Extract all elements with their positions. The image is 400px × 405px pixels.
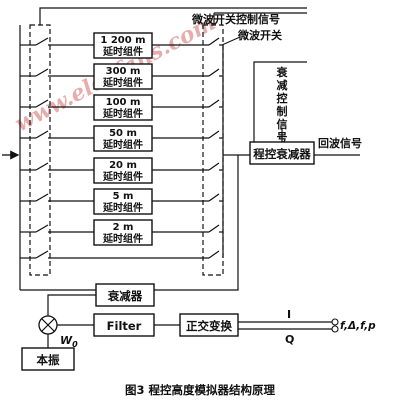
filter-box <box>93 313 155 337</box>
right-switch-box <box>202 24 224 276</box>
left-switch-blade <box>35 224 49 233</box>
switch-control-wiring <box>39 7 307 25</box>
outputs-label: f,Δ,f,p <box>340 320 376 332</box>
attenuator-label: 衰减器 <box>107 289 143 303</box>
delay-distance: 300 m <box>106 66 141 77</box>
delay-unit-name: 延时组件 <box>102 107 143 120</box>
local-oscillator-label: 本振 <box>37 353 60 367</box>
iq-wiring <box>238 321 332 330</box>
left-switch-blade <box>35 130 49 139</box>
i-terminal <box>331 318 339 326</box>
switch-leader-line <box>221 36 241 46</box>
delay-unit-name: 延时组件 <box>102 138 143 151</box>
delay-distance: 100 m <box>106 97 141 108</box>
microwave-switch-label: 微波开关 <box>237 28 282 42</box>
left-switch-blade <box>35 193 49 202</box>
delay-unit-name: 延时组件 <box>102 170 143 183</box>
delay-unit-box <box>93 188 153 215</box>
prog-atten-box <box>249 141 315 165</box>
delay-unit-name: 延时组件 <box>102 76 143 89</box>
left-switch-blade <box>35 99 49 108</box>
right-switch-blade <box>208 37 220 46</box>
delay-unit-box <box>93 32 153 59</box>
delay-unit-name: 延时组件 <box>102 45 143 58</box>
right-switch-blade <box>208 68 220 77</box>
delay-unit-box <box>93 125 153 152</box>
figure-caption: 图3 程控高度模拟器结构原理 <box>125 383 276 397</box>
delay-distance: 50 m <box>109 128 137 139</box>
delay-unit-name: 延时组件 <box>102 201 143 214</box>
delay-distance: 2 m <box>113 222 134 233</box>
delay-unit-box <box>93 157 153 184</box>
i-label: I <box>287 308 291 321</box>
quadrature-label: 正交变换 <box>186 319 232 333</box>
local-oscillator-box <box>21 347 75 371</box>
delay-distance: 20 m <box>109 160 137 171</box>
top-signal-label: 微波开关控制信号 <box>191 12 280 26</box>
echo-label: 回波信号 <box>318 136 362 150</box>
q-terminal <box>331 325 339 333</box>
w0-label: W0 <box>60 334 78 349</box>
right-switch-blade <box>208 99 220 108</box>
prog-atten-label: 程控衰减器 <box>253 147 311 161</box>
delay-unit-box <box>93 63 153 90</box>
delay-unit-box <box>93 219 153 246</box>
right-switch-blade <box>208 130 220 139</box>
q-label: Q <box>285 333 294 346</box>
delay-distance: 1 200 m <box>100 35 145 46</box>
left-switch-blade <box>35 162 49 171</box>
left-switch-blade <box>35 68 49 77</box>
delay-unit-name: 延时组件 <box>102 232 143 245</box>
right-switch-blade <box>208 193 220 202</box>
left-switch-box <box>29 24 51 276</box>
left-switch-blade <box>35 37 49 46</box>
right-switch-blade <box>208 162 220 171</box>
quadrature-box <box>179 313 239 337</box>
filter-label: Filter <box>107 319 142 333</box>
bypass-row <box>20 250 220 259</box>
delay-distance: 5 m <box>113 191 134 202</box>
right-switch-blade <box>208 224 220 233</box>
rx-chain-wiring <box>47 294 180 348</box>
mixer-cross-b <box>41 318 55 332</box>
